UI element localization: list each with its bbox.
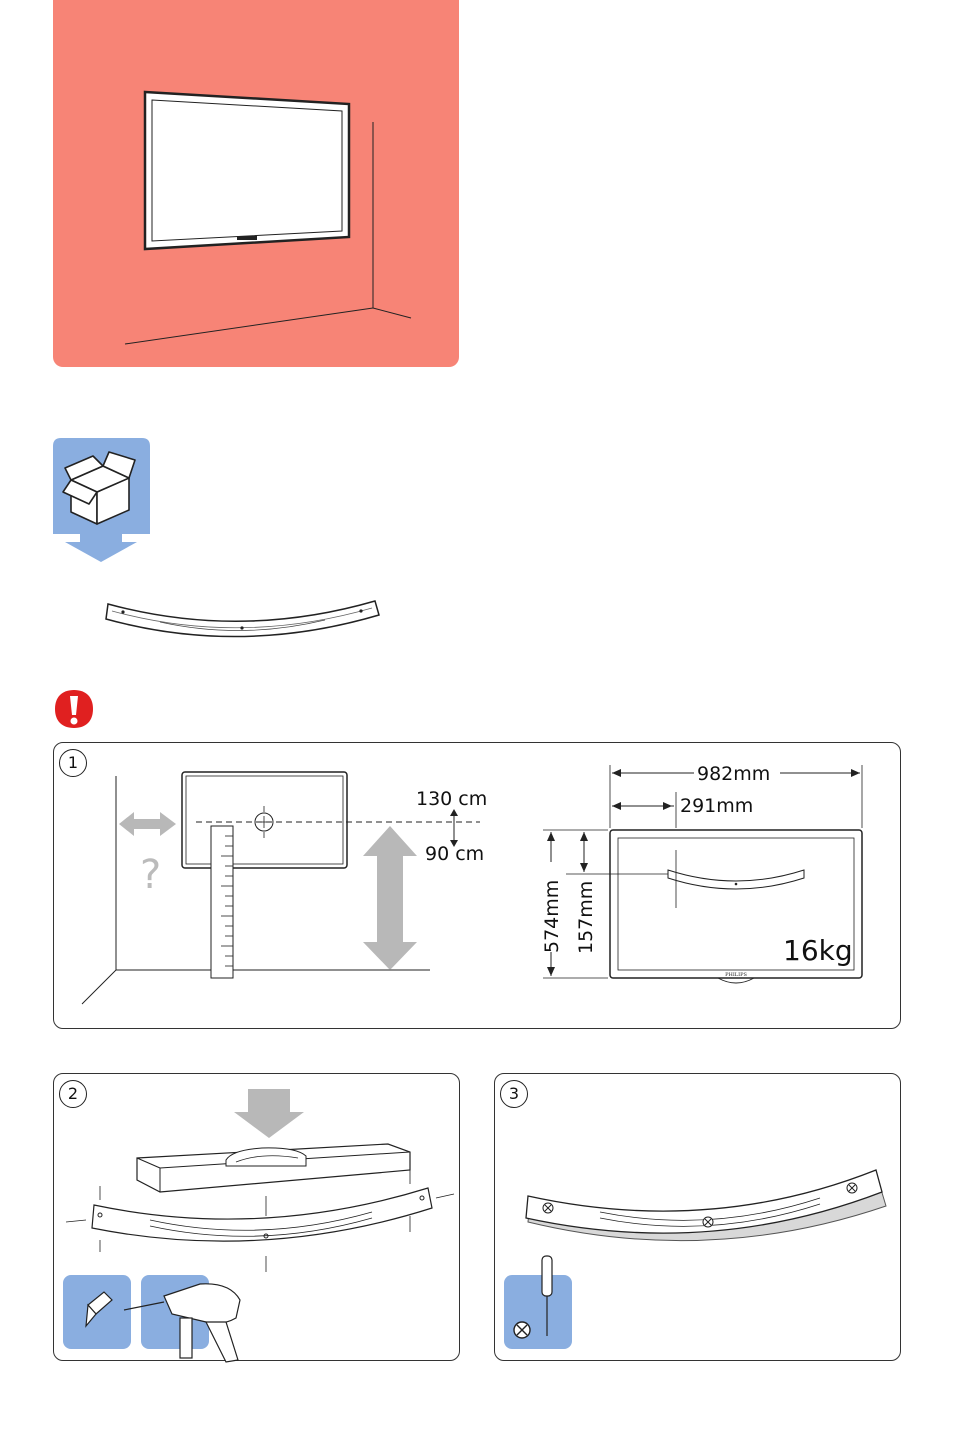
screwdriver-icon <box>504 1275 572 1349</box>
